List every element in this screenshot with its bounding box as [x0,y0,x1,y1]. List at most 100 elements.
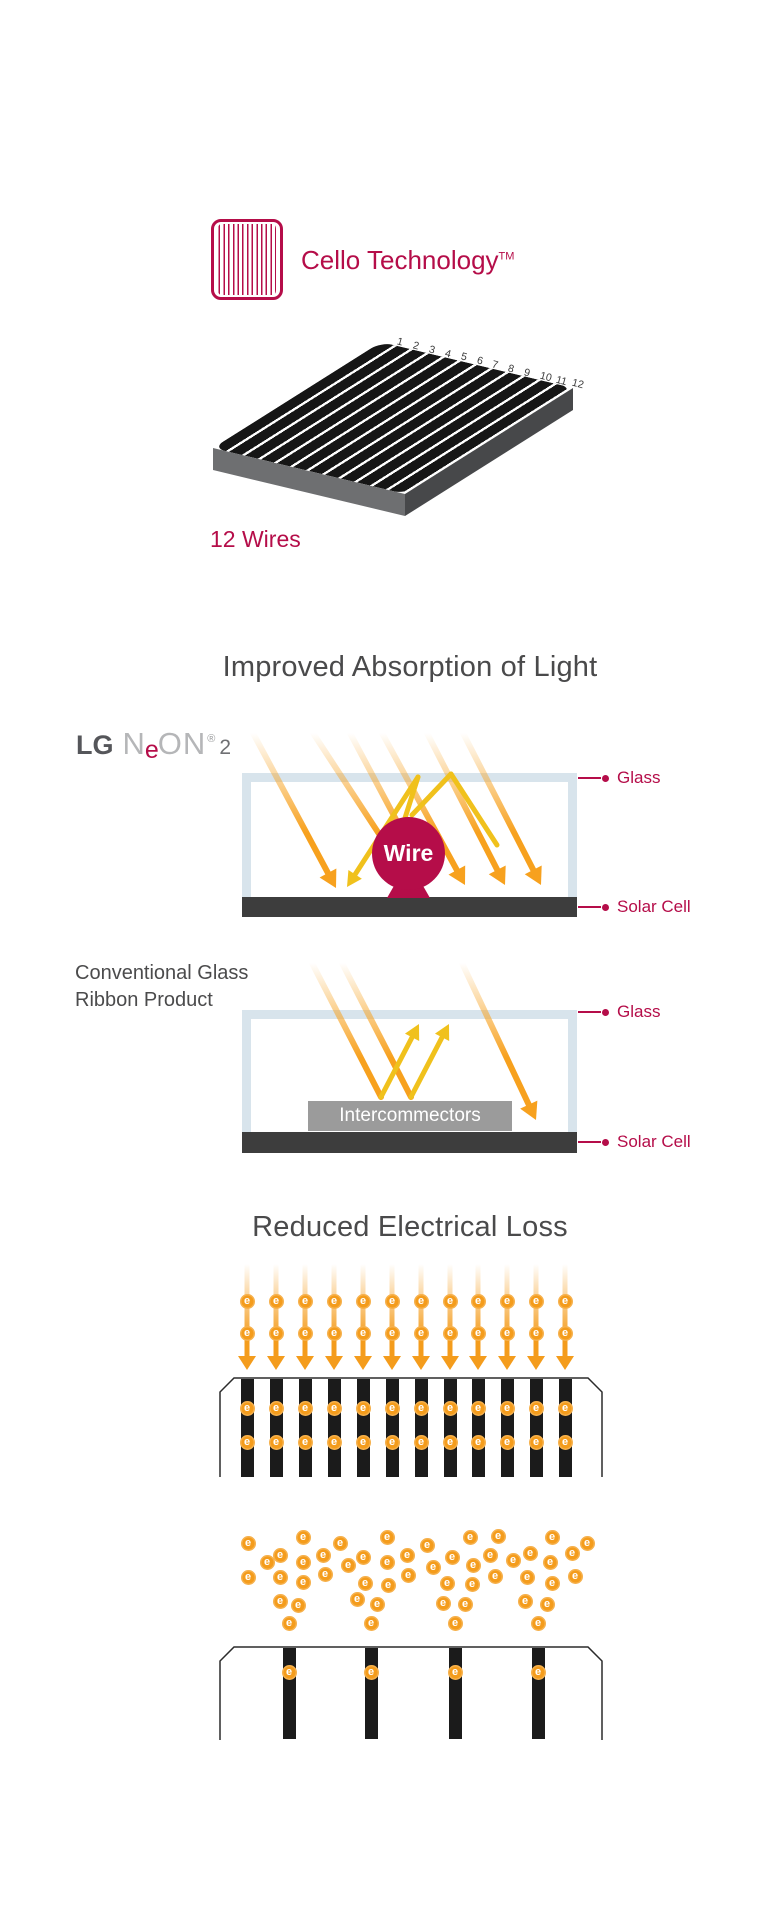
electron: e [464,1576,480,1592]
solar-cell-label-connector-1: Solar Cell [578,897,691,916]
electron: e [544,1529,560,1545]
electron: e [528,1293,544,1309]
connector-line [578,1141,601,1143]
electron: e [487,1568,503,1584]
wire-bar [471,1379,485,1477]
arrowhead [267,1356,285,1370]
electron: e [462,1529,478,1545]
electron: e [557,1400,573,1416]
solar-panel-3d-top [212,342,574,495]
logo-lg: LG [76,730,114,760]
arrowhead [325,1356,343,1370]
busbar [448,1648,462,1739]
arrowhead [556,1356,574,1370]
electron: e [297,1434,313,1450]
electron: e [268,1293,284,1309]
electron: e [240,1535,256,1551]
trademark-mark: TM [498,250,515,263]
electron: e [542,1554,558,1570]
electron: e [315,1547,331,1563]
electron: e [470,1293,486,1309]
electron: e [465,1557,481,1573]
electron: e [425,1559,441,1575]
connector-dot [602,774,609,782]
wire-bar [269,1379,283,1477]
arrowhead [498,1356,516,1370]
registered-mark: ® [207,733,216,745]
electron: e [544,1575,560,1591]
electron: e [435,1595,451,1611]
electron: e [419,1537,435,1553]
electron: e [379,1554,395,1570]
electron: e [295,1574,311,1590]
electron: e [239,1400,255,1416]
electron: e [505,1552,521,1568]
conventional-product-label: Conventional Glass Ribbon Product [75,960,248,1014]
electron: e [517,1593,533,1609]
wire-circle: Wire [372,817,445,890]
busbar [364,1648,378,1739]
electron: e [268,1400,284,1416]
wire-bar [443,1379,457,1477]
electron: e [530,1615,546,1631]
arrowhead [469,1356,487,1370]
electron: e [528,1434,544,1450]
solar-cell-label: Solar Cell [617,1132,691,1151]
solar-cell-bar-conventional [242,1132,577,1153]
busbar [282,1648,296,1739]
cell-outline [219,1646,603,1740]
arrowhead [441,1356,459,1370]
electron: e [268,1434,284,1450]
electron: e [326,1325,342,1341]
electron: e [268,1325,284,1341]
electron: e [457,1596,473,1612]
electron: e [297,1325,313,1341]
wire-number: 11 [554,373,569,388]
arrowhead [383,1356,401,1370]
electron: e [290,1597,306,1613]
electron: e [384,1325,400,1341]
electron: e [557,1293,573,1309]
electron: e [369,1596,385,1612]
wire-bar [500,1379,514,1477]
electron: e [557,1434,573,1450]
electron: e [340,1557,356,1573]
electron: e [482,1547,498,1563]
electron: e [442,1400,458,1416]
electron: e [384,1293,400,1309]
electron: e [442,1325,458,1341]
electron: e [240,1569,256,1585]
wire-bar [240,1379,254,1477]
electron: e [349,1591,365,1607]
electron: e [380,1577,396,1593]
wire-number: 12 [570,377,585,392]
electron: e [239,1325,255,1341]
solar-cell-label: Solar Cell [617,897,691,916]
cello-grid-icon [211,219,283,300]
logo-on: ON [157,726,207,761]
arrowhead [412,1356,430,1370]
electron: e [355,1293,371,1309]
cello-technology-title: Cello TechnologyTM [301,245,514,276]
electron: e [384,1400,400,1416]
electron: e [281,1615,297,1631]
electron: e [557,1325,573,1341]
arrowhead [296,1356,314,1370]
electron: e [470,1400,486,1416]
glass-label-connector-2: Glass [578,1002,660,1021]
electron: e [326,1293,342,1309]
electron: e [530,1664,546,1680]
conventional-label-line2: Ribbon Product [75,989,213,1011]
connector-line [578,906,601,908]
connector-line [578,1011,601,1013]
wire-bar [298,1379,312,1477]
electron: e [295,1529,311,1545]
electron: e [413,1434,429,1450]
electron: e [326,1400,342,1416]
electron: e [442,1434,458,1450]
electron: e [528,1325,544,1341]
wire-bar [356,1379,370,1477]
electron: e [259,1554,275,1570]
